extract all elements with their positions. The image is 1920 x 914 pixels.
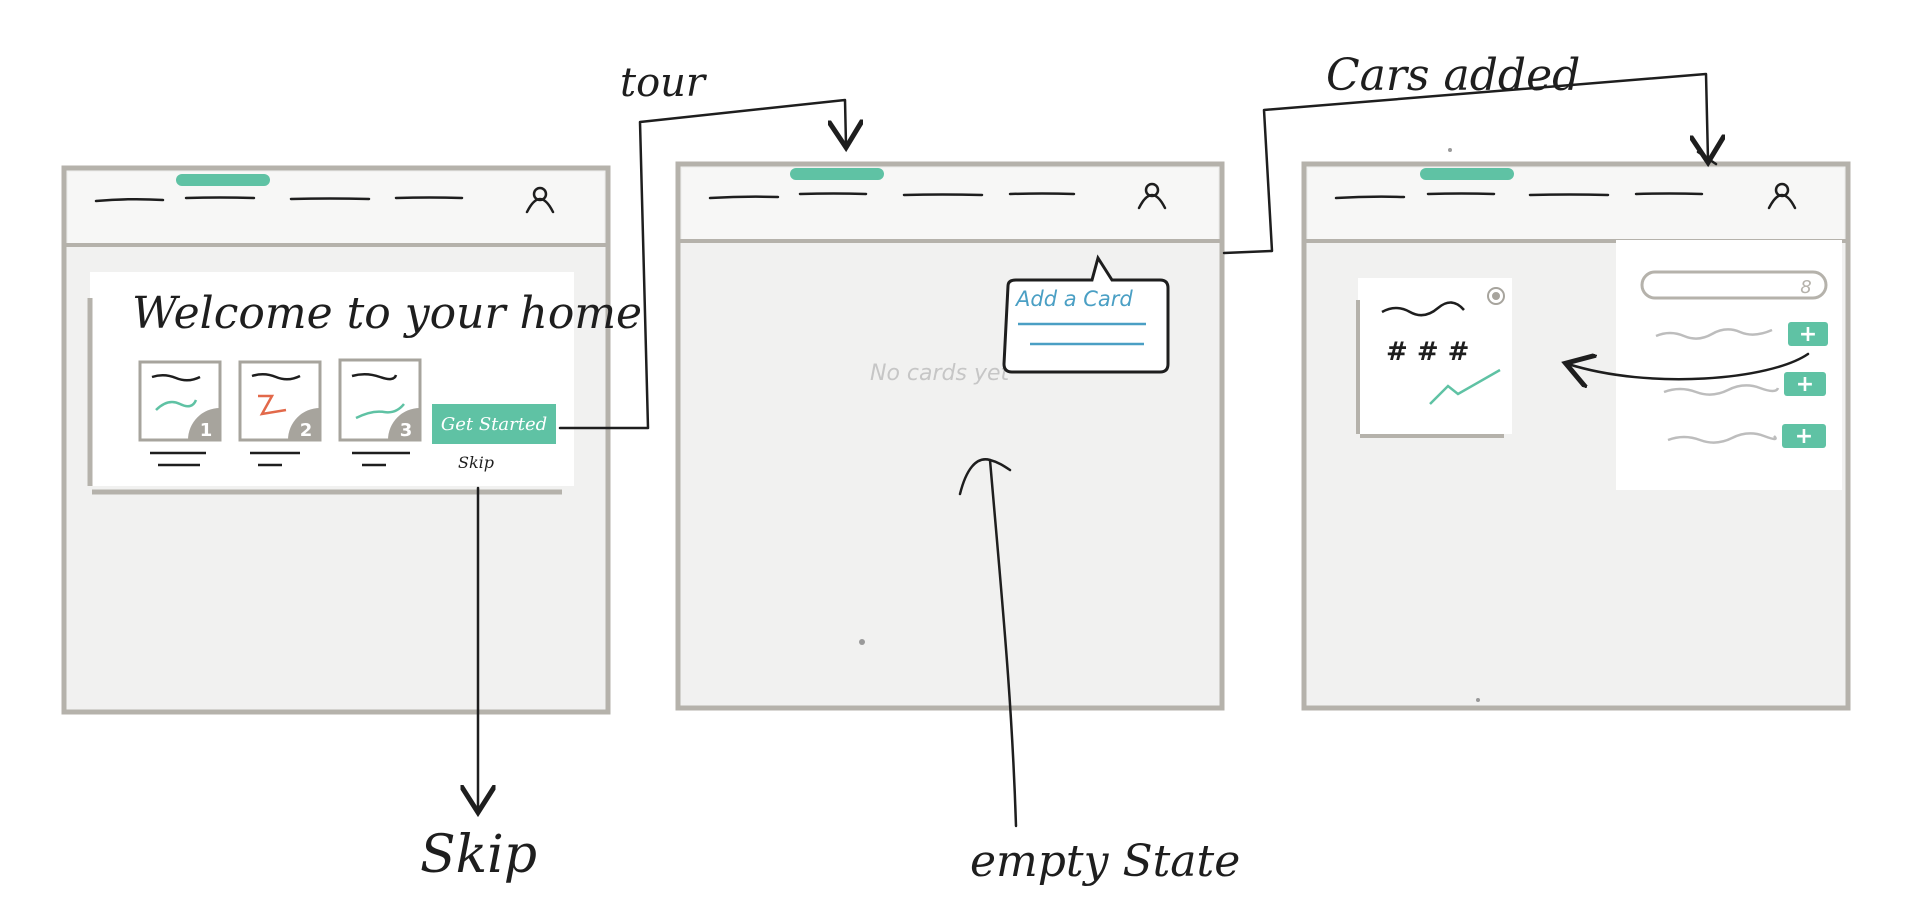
screen-empty-state: No cards yet Add a Card xyxy=(675,161,1225,711)
step-number: 3 xyxy=(400,420,413,441)
app-header xyxy=(1306,168,1846,243)
nav-items[interactable] xyxy=(708,192,1076,200)
nav-item[interactable] xyxy=(902,193,984,197)
arrow-icon xyxy=(558,98,846,430)
skip-link[interactable]: Skip xyxy=(458,453,494,472)
nav-item[interactable] xyxy=(1008,192,1076,196)
flow-annotations xyxy=(478,72,1810,828)
add-cards-panel: 8 + + + xyxy=(1616,240,1842,490)
nav-item[interactable] xyxy=(1426,192,1496,196)
arrow-icon xyxy=(988,458,1018,828)
get-started-label: Get Started xyxy=(441,414,547,435)
pin-icon xyxy=(1696,150,1718,166)
nav-item[interactable] xyxy=(798,192,868,196)
card-option[interactable]: + xyxy=(1655,322,1828,347)
flow-labels: tour Cars added Skip empty State xyxy=(420,50,1580,887)
card-values: # # # xyxy=(1386,337,1469,367)
tour-step-card[interactable]: 2 xyxy=(238,360,322,467)
user-icon[interactable] xyxy=(1137,182,1167,210)
user-icon[interactable] xyxy=(525,186,555,214)
dashboard-card[interactable]: # # # xyxy=(1356,278,1512,438)
search-icon: 8 xyxy=(1800,277,1811,298)
empty-state-message: No cards yet xyxy=(870,361,1011,386)
tour-step-card[interactable]: 1 xyxy=(138,360,222,467)
screen-frame xyxy=(675,161,1225,711)
chart-sparkline xyxy=(355,403,405,420)
nav-item[interactable] xyxy=(184,196,256,200)
add-icon: + xyxy=(1795,424,1813,449)
empty-state-label: empty State xyxy=(970,836,1240,887)
nav-item[interactable] xyxy=(289,197,371,201)
nav-item[interactable] xyxy=(708,195,780,200)
nav-items[interactable] xyxy=(1334,192,1704,200)
nav-items[interactable] xyxy=(94,196,464,203)
active-nav-indicator xyxy=(176,174,270,186)
tooltip-title: Add a Card xyxy=(1014,287,1133,311)
nav-item[interactable] xyxy=(1634,192,1704,196)
cards-added-label: Cars added xyxy=(1326,50,1580,101)
app-header xyxy=(66,172,606,247)
skip-label: Skip xyxy=(420,825,537,885)
add-card-button[interactable]: + xyxy=(1782,424,1826,449)
add-icon: + xyxy=(1796,372,1814,397)
chart-sparkline xyxy=(258,394,287,416)
step-number: 1 xyxy=(200,420,213,441)
add-card-tooltip[interactable]: Add a Card xyxy=(1002,254,1170,374)
search-input[interactable]: 8 xyxy=(1640,270,1828,300)
add-card-button[interactable]: + xyxy=(1788,322,1828,347)
screen-cards-added: # # # 8 + + xyxy=(1301,148,1851,711)
card-option[interactable]: + xyxy=(1663,372,1826,397)
settings-icon[interactable] xyxy=(1487,287,1505,305)
app-header xyxy=(680,168,1220,243)
arrow-icon xyxy=(1568,354,1810,379)
welcome-panel: Welcome to your home 1 2 xyxy=(87,272,642,495)
get-started-button[interactable]: Get Started xyxy=(432,404,556,444)
add-icon: + xyxy=(1799,322,1817,347)
add-card-button[interactable]: + xyxy=(1784,372,1826,397)
nav-item[interactable] xyxy=(1528,193,1610,197)
user-icon[interactable] xyxy=(1767,182,1797,210)
nav-item[interactable] xyxy=(1334,195,1406,200)
tour-label: tour xyxy=(620,60,708,106)
arrow-icon xyxy=(1222,72,1708,255)
nav-item[interactable] xyxy=(394,196,464,200)
nav-item[interactable] xyxy=(94,197,165,203)
active-nav-indicator xyxy=(790,168,884,180)
step-number: 2 xyxy=(300,420,313,441)
card-option[interactable]: + xyxy=(1667,424,1826,449)
tour-step-card[interactable]: 3 xyxy=(338,358,422,467)
active-nav-indicator xyxy=(1420,168,1514,180)
screen-welcome: Welcome to your home 1 2 xyxy=(61,165,642,715)
chart-sparkline xyxy=(155,399,198,411)
chart-sparkline xyxy=(1429,368,1501,405)
welcome-title: Welcome to your home xyxy=(132,288,642,339)
